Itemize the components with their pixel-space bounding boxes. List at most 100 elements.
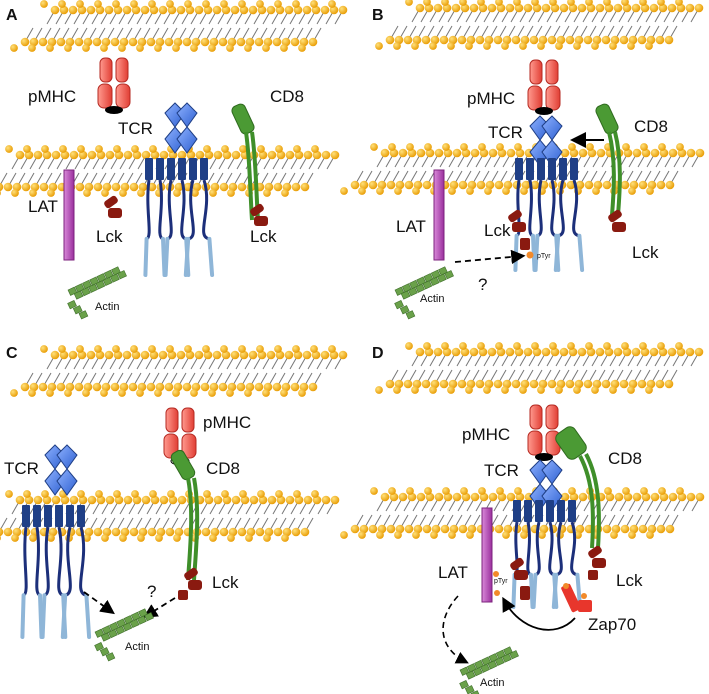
actin-monomer [72, 305, 83, 315]
lipid-head [148, 0, 156, 8]
cd8-label: CD8 [206, 459, 240, 478]
lipid-head [529, 379, 539, 389]
lipid-head [685, 3, 695, 13]
lipid-head [573, 386, 581, 394]
lipid-head [614, 492, 624, 502]
lipid-head [76, 345, 84, 353]
lipid-head [100, 44, 108, 52]
lipid-head [340, 187, 348, 195]
lipid-head [638, 180, 648, 190]
lipid-head [393, 386, 401, 394]
lipid-head [376, 187, 384, 195]
lipid-head [119, 189, 127, 197]
actin-monomer [102, 276, 113, 287]
lipid-head [487, 3, 497, 13]
lipid-head [273, 527, 283, 537]
lipid-head [236, 382, 246, 392]
lipid-head [603, 0, 611, 6]
lipid-head [658, 487, 666, 495]
lipid-head [104, 350, 114, 360]
tcr-label: TCR [488, 123, 523, 142]
actin-monomer [470, 690, 481, 694]
lipid-head [560, 492, 570, 502]
lipid-head [51, 495, 61, 505]
cd3-tail [534, 521, 541, 577]
cd3-tail [43, 526, 50, 597]
lipid-head [200, 382, 210, 392]
top-membrane [375, 342, 704, 394]
actin-label: Actin [95, 301, 119, 313]
lipid-head [695, 148, 705, 158]
lipid-head [385, 35, 395, 45]
lipid-head [478, 487, 486, 495]
lipid-head [537, 386, 545, 394]
lipid-head [202, 345, 210, 353]
panel-c: C pMHC TCR CD8 Lck [0, 345, 348, 662]
lipid-head [622, 143, 630, 151]
cd3-subunit [200, 158, 208, 180]
lipid-head [577, 3, 587, 13]
lipid-head [10, 389, 18, 397]
tcr-molecule [164, 102, 198, 154]
pmhc-molecule [527, 59, 561, 115]
cd3-itam-tail [531, 572, 538, 609]
lipid-head [202, 0, 210, 8]
actin-monomer [437, 273, 447, 283]
cd3-subunit [535, 500, 543, 522]
lipid-head [123, 495, 133, 505]
cd3-tail [145, 179, 151, 241]
lipid-head [110, 37, 120, 47]
lipid-head [358, 187, 366, 195]
lipid-head [416, 492, 426, 502]
lipid-head [256, 0, 264, 8]
lipid-head [466, 531, 474, 539]
lipid-head [257, 145, 265, 153]
lipid-head [469, 347, 479, 357]
actin-monomer [487, 660, 498, 670]
lipid-head [637, 35, 647, 45]
lipid-head [639, 0, 647, 6]
lipid-head [39, 182, 49, 192]
lipid-head [441, 0, 449, 6]
actin-monomer [100, 632, 111, 642]
lipid-head [631, 347, 641, 357]
lipid-head [111, 182, 121, 192]
actin-label: Actin [125, 641, 149, 653]
lipid-head [448, 531, 456, 539]
lipid-head [567, 0, 575, 6]
lipid-head [676, 143, 684, 151]
lipid-head [20, 37, 30, 47]
actin-filament [394, 266, 454, 320]
lipid-head [658, 143, 666, 151]
lipid-head [496, 143, 504, 151]
lipid-head [149, 490, 157, 498]
lipid-head [41, 490, 49, 498]
lipid-head [118, 44, 126, 52]
lipid-head [3, 527, 13, 537]
lipid-head [577, 347, 587, 357]
lipid-head [411, 42, 419, 50]
lipid-head [321, 495, 331, 505]
lipid-head [82, 389, 90, 397]
lipid-head [201, 527, 211, 537]
actin-monomer [473, 667, 483, 677]
lck-molecule [104, 195, 122, 218]
lipid-head [113, 490, 121, 498]
lipid-head [131, 145, 139, 153]
lipid-head [511, 379, 521, 389]
lipid-head [47, 534, 55, 542]
lipid-head [439, 35, 449, 45]
lipid-head [619, 35, 629, 45]
lipid-head [38, 37, 48, 47]
lipid-head [519, 42, 527, 50]
lipid-head [338, 5, 348, 15]
lipid-head [328, 345, 336, 353]
lipid-head [77, 490, 85, 498]
lck-molecule [508, 209, 530, 250]
actin-monomer [509, 650, 519, 660]
lipid-head [519, 386, 527, 394]
lipid-head [239, 490, 247, 498]
dashed-curved-arrow [442, 595, 469, 664]
cd3-tail [550, 179, 557, 238]
cd3-tail [526, 521, 532, 577]
